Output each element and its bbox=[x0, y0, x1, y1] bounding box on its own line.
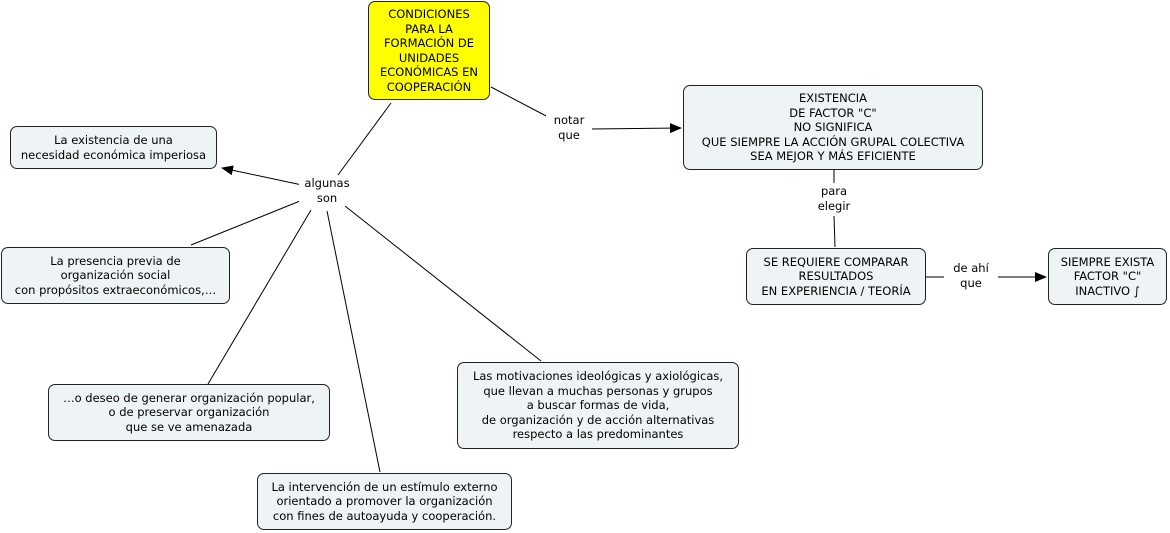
line-algunas-to-motivaciones bbox=[344, 205, 542, 362]
node-factor-c[interactable]: EXISTENCIA DE FACTOR "C" NO SIGNIFICA QU… bbox=[683, 85, 983, 170]
link-label-notar-que: notar que bbox=[546, 113, 592, 143]
node-comparar[interactable]: SE REQUIERE COMPARAR RESULTADOS EN EXPER… bbox=[746, 248, 926, 305]
line-para-to-comparar bbox=[833, 215, 836, 248]
node-necesidad[interactable]: La existencia de una necesidad económica… bbox=[10, 126, 217, 169]
line-main-to-algunas bbox=[337, 102, 392, 176]
line-algunas-to-presencia bbox=[190, 200, 301, 246]
link-label-de-ahi-que: de ahí que bbox=[944, 261, 998, 291]
node-condiciones[interactable]: CONDICIONES PARA LA FORMACIÓN DE UNIDADE… bbox=[368, 1, 490, 100]
node-presencia[interactable]: La presencia previa de organización soci… bbox=[1, 247, 230, 304]
line-algunas-to-estimulo bbox=[326, 210, 381, 473]
line-notar-to-factor bbox=[589, 123, 682, 134]
link-label-algunas-son: algunas son bbox=[299, 176, 355, 206]
node-deseo[interactable]: …o deseo de generar organización popular… bbox=[48, 384, 330, 441]
node-motivaciones[interactable]: Las motivaciones ideológicas y axiológic… bbox=[457, 362, 739, 449]
node-inactivo[interactable]: SIEMPRE EXISTA FACTOR "C" INACTIVO ∫ bbox=[1048, 248, 1167, 305]
node-estimulo[interactable]: La intervención de un estímulo externo o… bbox=[257, 473, 512, 530]
line-algunas-to-necesidad bbox=[221, 165, 303, 186]
line-algunas-to-deseo bbox=[207, 209, 312, 385]
link-label-para-elegir: para elegir bbox=[809, 184, 859, 214]
line-main-to-notar bbox=[490, 86, 551, 119]
